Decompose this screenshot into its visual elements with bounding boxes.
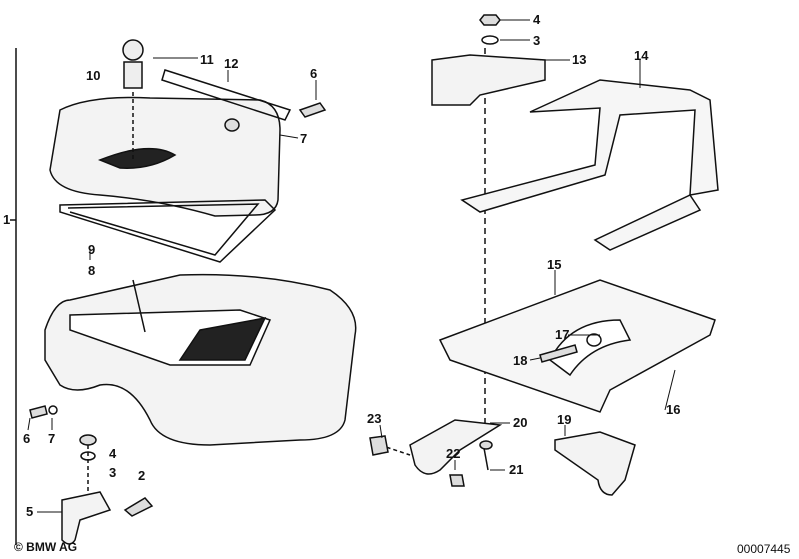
bracket-part-19 — [554, 431, 636, 496]
callout-21: 21 — [509, 462, 524, 477]
callout-18: 18 — [513, 353, 528, 368]
callout-23: 23 — [367, 411, 382, 426]
callout-16: 16 — [666, 402, 681, 417]
callout-2: 2 — [138, 468, 146, 483]
callout-13: 13 — [572, 52, 587, 67]
callout-11: 11 — [200, 52, 214, 67]
callout-4: 4 — [533, 12, 541, 27]
strip-part-12 — [161, 69, 292, 121]
bracket-part-5 — [61, 491, 112, 545]
gasket-part-9 — [59, 199, 277, 263]
callout-20: 20 — [513, 415, 528, 430]
copyright: © BMW AG — [14, 540, 78, 554]
callout-7: 7 — [48, 431, 56, 446]
callout-8: 8 — [88, 263, 96, 278]
callout-22: 22 — [446, 446, 461, 461]
callout-3: 3 — [533, 33, 541, 48]
frame-part-14 — [460, 79, 719, 251]
callout-15: 15 — [547, 257, 562, 272]
bracket-part-20 — [409, 419, 503, 475]
callout-3: 3 — [109, 465, 117, 480]
bracket-part-13 — [431, 54, 546, 106]
callout-10: 10 — [86, 68, 101, 83]
callout-12: 12 — [224, 56, 239, 71]
callout-5: 5 — [26, 504, 34, 519]
callout-17: 17 — [555, 327, 570, 342]
callout-6: 6 — [23, 431, 31, 446]
callout-7: 7 — [300, 131, 308, 146]
lock-part-11 — [122, 39, 144, 61]
callout-19: 19 — [557, 412, 572, 427]
callout-1: 1 — [3, 212, 11, 227]
callout-9: 9 — [88, 242, 96, 257]
diagram-number: 00007445 — [737, 542, 791, 556]
callout-14: 14 — [634, 48, 649, 63]
callout-6: 6 — [310, 66, 318, 81]
callout-4: 4 — [109, 446, 117, 461]
